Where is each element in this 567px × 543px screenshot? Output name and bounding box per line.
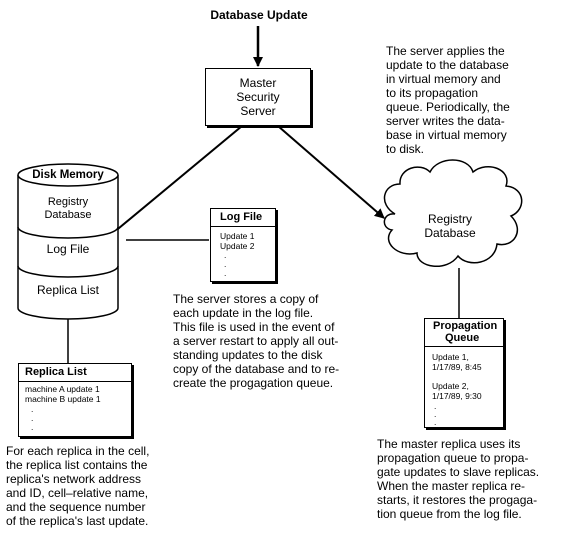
replica-note-line: replica's network address: [6, 472, 142, 486]
queue-note-line: The master replica uses its: [377, 437, 521, 451]
replica-list-entry: machine B update 1: [25, 394, 101, 404]
registry-cloud-line-2: Database: [424, 226, 476, 240]
queue-box-rule: [425, 346, 503, 347]
queue-entry: 1/17/89, 9:30: [432, 391, 482, 401]
server-note-line: server writes the data-: [386, 114, 505, 128]
queue-entry: .: [434, 401, 437, 411]
master-server-line-1: Master: [239, 76, 277, 90]
log-note-line: a server restart to apply all out-: [173, 334, 339, 348]
replica-list-entry: .: [31, 422, 34, 432]
replica-list-box-title: Replica List: [25, 366, 87, 378]
log-file-box-title: Log File: [220, 211, 263, 223]
queue-title-line-2: Queue: [445, 332, 480, 344]
replica-note-line: and ID, cell–relative name,: [6, 486, 149, 500]
propagation-queue-box: Propagation Queue Update 1, 1/17/89, 8:4…: [424, 318, 504, 428]
heading: Database Update: [210, 8, 308, 22]
server-to-registry-arrow: [277, 125, 385, 219]
master-server-box: Master Security Server: [205, 68, 311, 126]
replica-note-line: For each replica in the cell,: [6, 444, 150, 458]
replica-note-line: of the replica's last update.: [6, 514, 149, 528]
log-file-entry: .: [224, 250, 227, 260]
log-note-line: create the progagation queue.: [173, 376, 334, 390]
queue-note-line: starts, it restores the progaga-: [377, 493, 538, 507]
queue-note-line: When the master replica re-: [377, 479, 526, 493]
replica-list-entry: .: [31, 404, 34, 414]
disk-replica-list-label: Replica List: [36, 283, 100, 297]
log-file-entry: .: [224, 259, 227, 269]
log-file-entry: .: [224, 268, 227, 278]
replica-list-entry: machine A update 1: [25, 384, 100, 394]
log-note-line: copy of the database and to re-: [173, 362, 340, 376]
queue-entry: .: [434, 417, 437, 427]
replica-note-line: and the sequence number: [6, 500, 146, 514]
master-server-line-2: Security: [236, 90, 280, 104]
server-note-line: to its propagation: [386, 86, 479, 100]
server-note-line: The server applies the: [386, 44, 505, 58]
disk-memory-cylinder: [17, 163, 119, 320]
registry-cloud-line-1: Registry: [427, 212, 472, 226]
registry-cloud: [383, 159, 523, 268]
log-file-entry: Update 2: [220, 241, 255, 251]
log-note-line: The server stores a copy of: [173, 292, 319, 306]
log-file-entry: Update 1: [220, 231, 255, 241]
queue-note-line: tion queue from the log file.: [377, 507, 522, 521]
server-to-disk-arrow: [106, 125, 243, 239]
server-note-line: base in virtual memory: [386, 128, 507, 142]
queue-note-line: propagation queue to propa-: [377, 451, 529, 465]
server-note-line: in virtual memory and: [386, 72, 501, 86]
log-note-line: each update in the log file.: [173, 306, 314, 320]
server-note-line: queue. Periodically, the: [386, 100, 510, 114]
queue-entry: Update 1,: [432, 352, 469, 362]
replica-note-line: the replica list contains the: [6, 458, 148, 472]
server-note-line: to disk.: [386, 142, 425, 156]
log-note-line: This file is used in the event of: [173, 320, 335, 334]
queue-title-line-1: Propagation: [433, 320, 498, 332]
queue-entry: Update 2,: [432, 381, 469, 391]
disk-memory-title: Disk Memory: [32, 169, 104, 181]
disk-registry-line-2: Database: [44, 209, 92, 221]
disk-log-file-label: Log File: [46, 242, 90, 256]
disk-registry-line-1: Registry: [47, 196, 89, 208]
replica-list-box: Replica List machine A update 1 machine …: [18, 363, 132, 437]
replica-list-box-rule: [19, 381, 131, 382]
queue-note-line: gate updates to slave replicas.: [377, 465, 540, 479]
log-file-box: Log File Update 1 Update 2 . . .: [210, 208, 276, 282]
log-note-line: standing updates to the disk: [173, 348, 323, 362]
master-server-line-3: Server: [240, 104, 276, 118]
queue-entry: .: [434, 409, 437, 419]
queue-entry: 1/17/89, 8:45: [432, 362, 482, 372]
server-note-line: update to the database: [386, 58, 509, 72]
log-file-box-rule: [211, 226, 275, 227]
replica-list-entry: .: [31, 413, 34, 423]
